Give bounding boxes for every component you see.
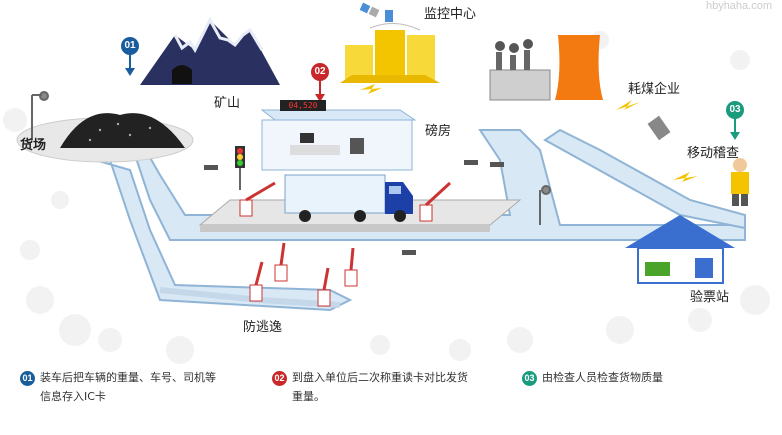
legend-item-01: 装车后把车辆的重量、车号、司机等 信息存入IC卡 — [40, 368, 250, 406]
inspection-station — [625, 215, 735, 284]
barrier-gates — [239, 181, 452, 307]
watermark: hbyhaha.com — [705, 0, 772, 12]
yard-coal-pile — [16, 113, 194, 163]
legend-badge-01: 01 — [20, 371, 35, 386]
badge-02: 02 — [311, 63, 329, 81]
legend-badge-02: 02 — [272, 371, 287, 386]
badge-01: 01 — [121, 37, 139, 55]
weighing-room — [260, 109, 417, 171]
label-coal-enterprise: 耗煤企业 — [628, 82, 681, 97]
label-mine: 矿山 — [214, 96, 241, 111]
mobile-device-icon — [647, 115, 671, 141]
signal-lightning-icon — [360, 84, 698, 182]
cameras — [204, 160, 504, 255]
legend-text-line: 重量。 — [292, 390, 325, 403]
legend-text-line: 到盘入单位后二次称重读卡对比发货 — [292, 371, 468, 384]
legend-item-02: 到盘入单位后二次称重读卡对比发货 重量。 — [292, 368, 502, 406]
inspector-person — [731, 158, 749, 206]
label-mobile-check: 移动稽查 — [687, 146, 740, 161]
background-dots — [3, 31, 770, 364]
lamp-post — [31, 91, 551, 225]
label-monitor-center: 监控中心 — [424, 7, 477, 22]
label-inspection-station: 验票站 — [690, 290, 730, 305]
truck — [284, 174, 413, 222]
legend-badge-03: 03 — [522, 371, 537, 386]
monitor-center-buildings — [340, 10, 440, 83]
legend-text-line: 由检查人员检查货物质量 — [542, 371, 663, 384]
mine-mountain — [140, 16, 280, 85]
traffic-light — [235, 146, 245, 190]
satellite-icon — [359, 2, 380, 18]
legend-text-line: 信息存入IC卡 — [40, 390, 106, 403]
label-weighing-room: 磅房 — [425, 124, 452, 139]
legend-item-03: 由检查人员检查货物质量 — [542, 368, 742, 387]
coal-enterprise-factory — [489, 35, 603, 101]
badge-pins — [125, 53, 740, 140]
legend-text-line: 装车后把车辆的重量、车号、司机等 — [40, 371, 216, 384]
badge-03: 03 — [726, 101, 744, 119]
label-yard: 货场 — [20, 138, 47, 153]
weight-display: 04,520 — [280, 100, 326, 111]
label-anti-evasion: 防逃逸 — [243, 320, 283, 335]
